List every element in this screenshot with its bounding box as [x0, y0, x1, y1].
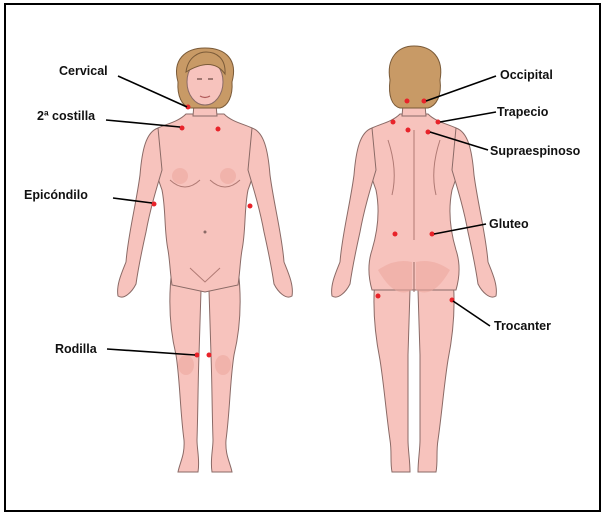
leader-line-trocanter — [453, 301, 490, 326]
label-rodilla: Rodilla — [55, 342, 98, 356]
leader-line-cervical — [118, 76, 187, 107]
tender-point-gluteal — [430, 232, 435, 237]
label-epicondilo: Epicóndilo — [24, 188, 88, 202]
front-breast-left — [172, 168, 188, 184]
front-knee-left — [178, 355, 194, 375]
label-occipital: Occipital — [500, 68, 553, 82]
back-right-leg — [418, 270, 454, 472]
label-gluteo: Gluteo — [489, 217, 529, 231]
tender-point-knee — [195, 353, 200, 358]
front-torso — [155, 114, 256, 292]
tender-point-epicondyle — [152, 202, 157, 207]
back-figure — [332, 46, 497, 472]
label-costilla: 2ª costilla — [37, 109, 96, 123]
tender-point-cervical-right — [216, 127, 221, 132]
front-breast-right — [220, 168, 236, 184]
leader-line-trapecio — [440, 112, 496, 122]
tender-point-trapezius-left — [391, 120, 396, 125]
label-supraespinoso: Supraespinoso — [490, 144, 581, 158]
back-left-leg — [374, 270, 410, 472]
labels: Cervical 2ª costilla Epicóndilo Rodilla … — [24, 64, 581, 356]
front-knee-right — [215, 355, 231, 375]
tender-point-knee-right — [207, 353, 212, 358]
front-figure — [118, 48, 293, 472]
tender-point-epicondyle-right — [248, 204, 253, 209]
tender-point-supraspinatus-left — [406, 128, 411, 133]
tender-point-occipital — [422, 99, 427, 104]
tender-point-gluteal-left — [393, 232, 398, 237]
front-right-arm — [248, 128, 292, 297]
front-left-arm — [118, 128, 162, 297]
front-navel — [204, 231, 207, 234]
tender-point-trochanter-left — [376, 294, 381, 299]
tender-point-supraspinatus — [426, 130, 431, 135]
label-trapecio: Trapecio — [497, 105, 549, 119]
label-cervical: Cervical — [59, 64, 108, 78]
label-trocanter: Trocanter — [494, 319, 551, 333]
tender-point-occipital-left — [405, 99, 410, 104]
tender-point-second-rib — [180, 126, 185, 131]
tender-point-trapezius — [436, 120, 441, 125]
